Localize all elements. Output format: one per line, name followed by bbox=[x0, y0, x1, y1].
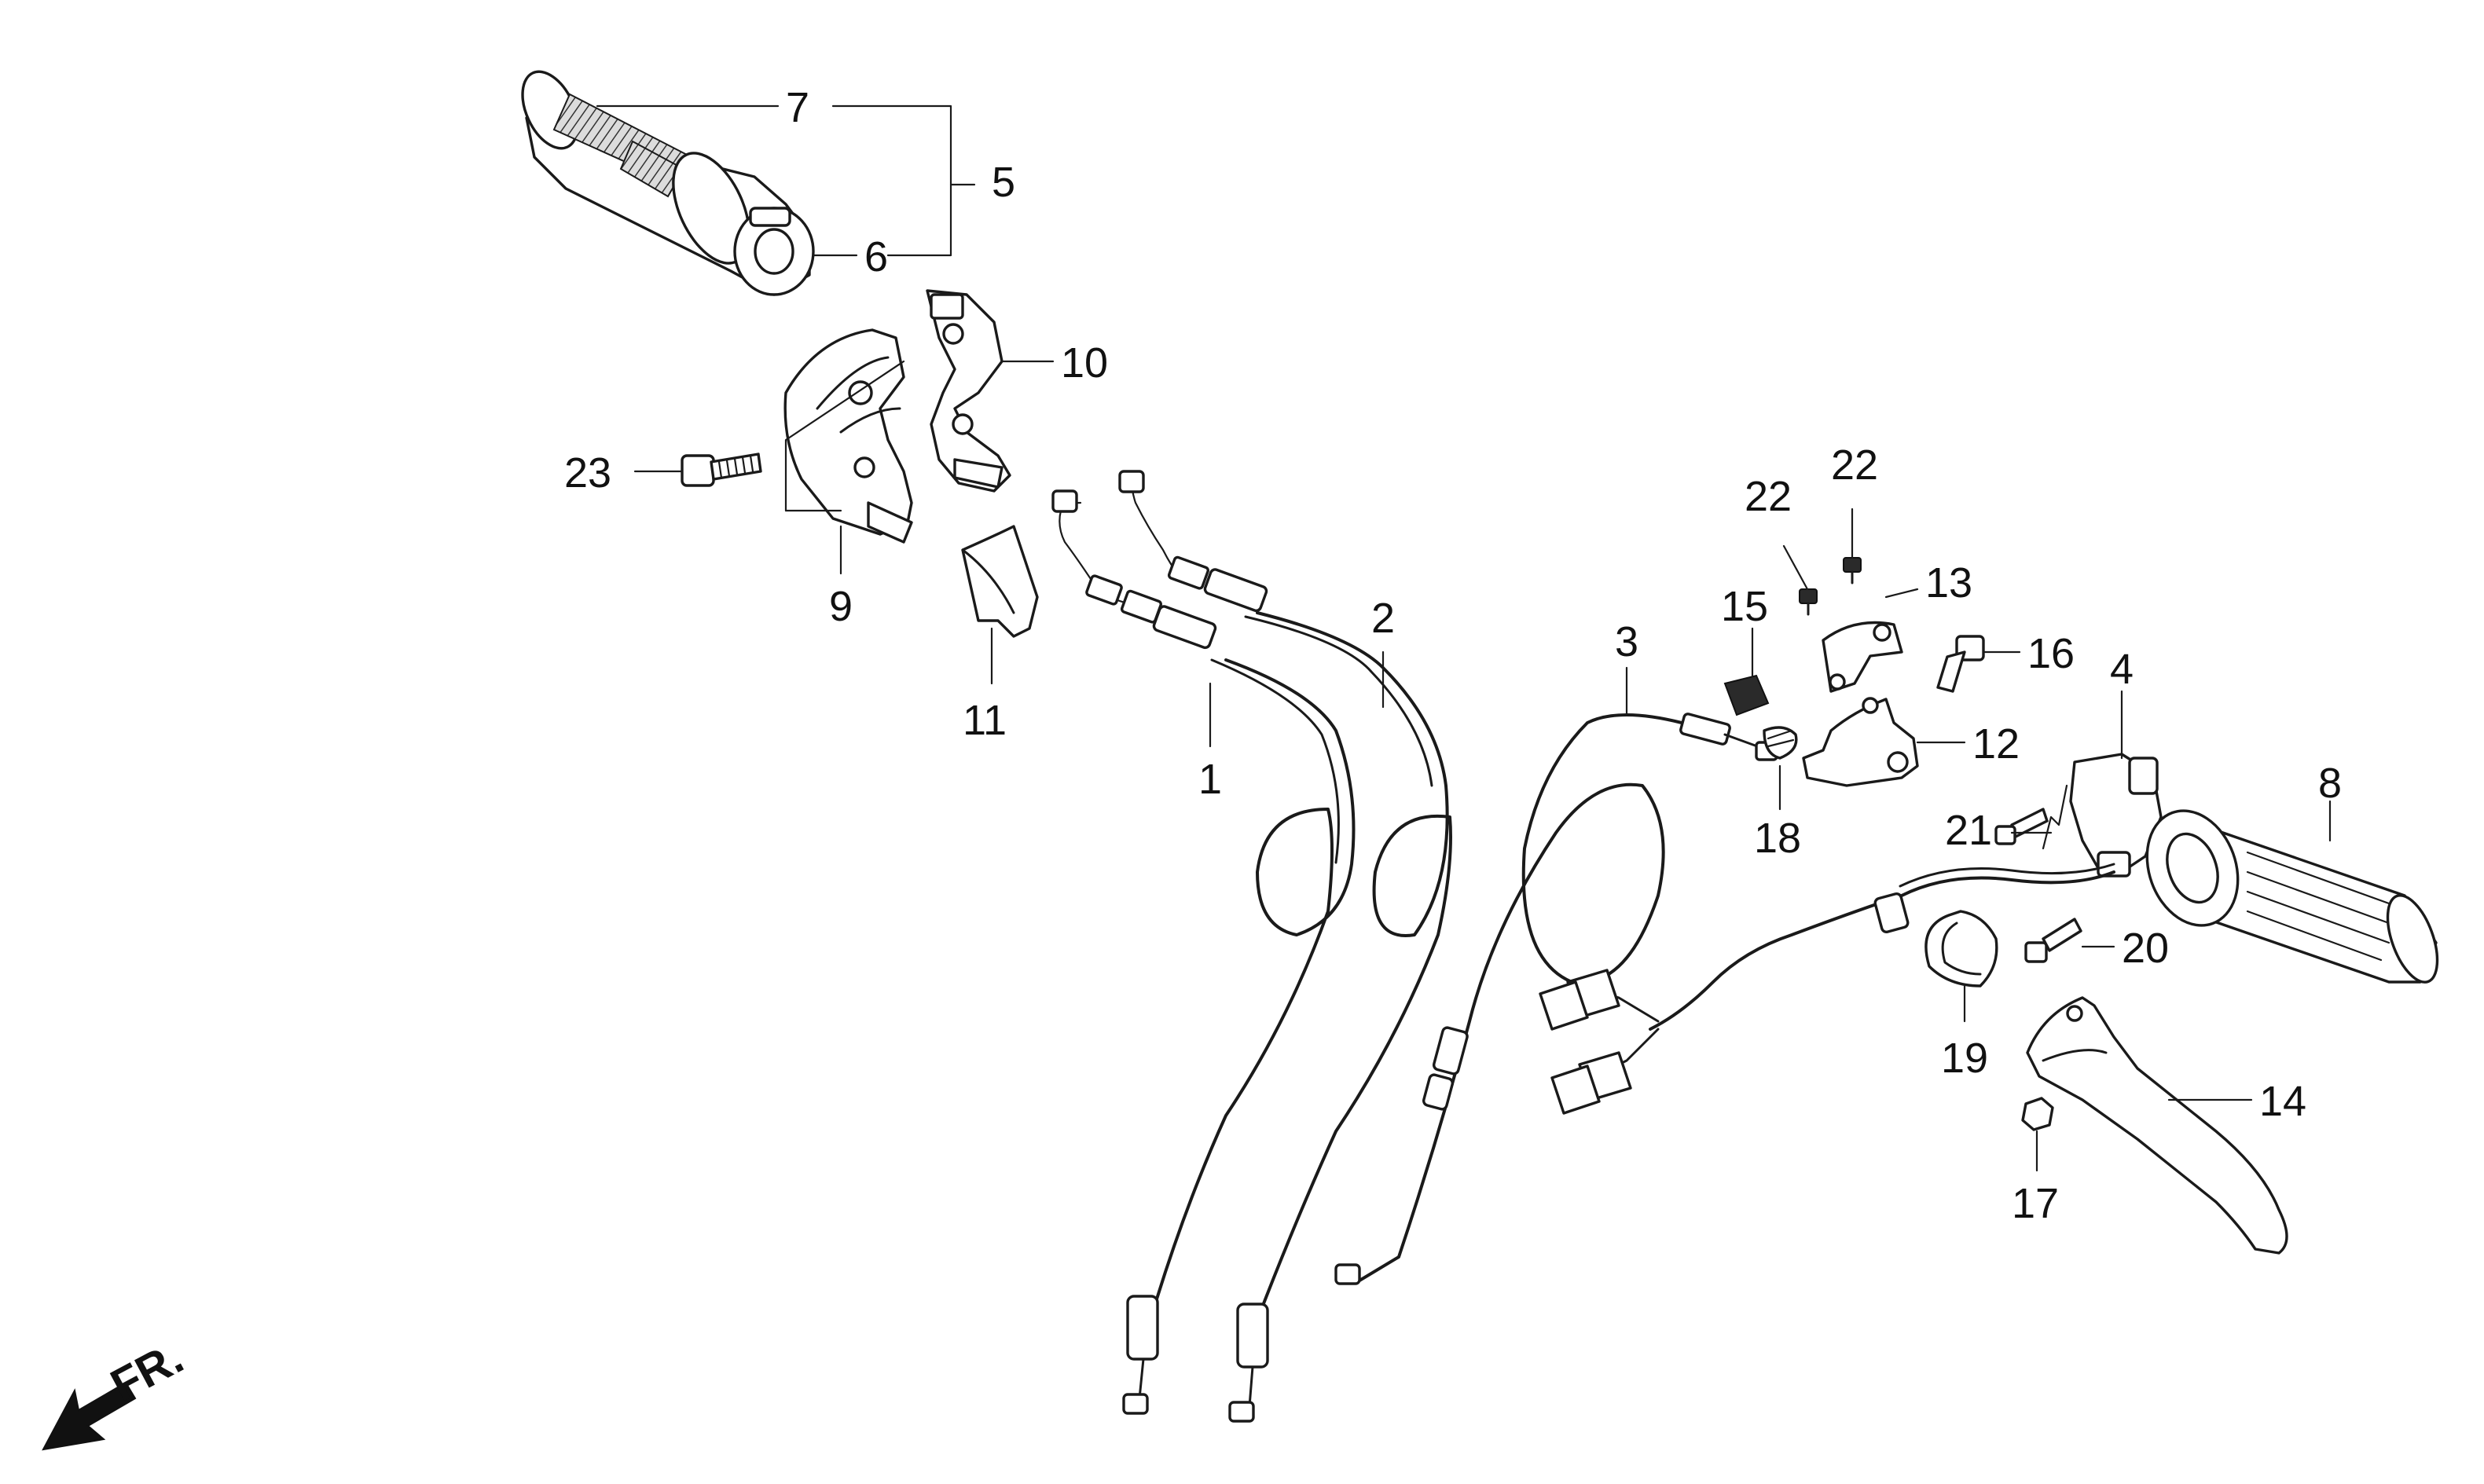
callout-10: 10 bbox=[1061, 339, 1108, 387]
front-direction-arrow: FR. bbox=[42, 1332, 192, 1451]
switch-housing-left bbox=[783, 328, 913, 544]
screw-20 bbox=[2024, 918, 2082, 963]
screw-21 bbox=[1994, 808, 2049, 845]
switch-housing-right bbox=[926, 289, 1011, 493]
band-clamp bbox=[1924, 910, 1998, 988]
callout-16: 16 bbox=[2027, 630, 2075, 677]
callout-18: 18 bbox=[1754, 815, 1801, 862]
screw-22b bbox=[1843, 557, 1862, 584]
clutch-adjuster bbox=[1723, 674, 1798, 760]
pivot-bolt bbox=[1936, 635, 1985, 693]
callout-7: 7 bbox=[786, 84, 809, 131]
callout-6: 6 bbox=[864, 233, 888, 280]
callout-4: 4 bbox=[2110, 646, 2134, 693]
callout-22b: 22 bbox=[1831, 442, 1878, 489]
throttle-cable-2 bbox=[1051, 470, 1452, 1423]
callout-12: 12 bbox=[1972, 720, 2020, 768]
callout-9: 9 bbox=[829, 583, 853, 630]
callout-23: 23 bbox=[564, 449, 611, 496]
throttle-grip bbox=[521, 70, 815, 296]
callout-21: 21 bbox=[1945, 807, 1992, 854]
callout-15: 15 bbox=[1721, 583, 1768, 630]
lever-holder-lower bbox=[1802, 697, 1919, 787]
callout-19: 19 bbox=[1941, 1035, 1988, 1082]
screw-22a bbox=[1799, 588, 1818, 616]
callout-13: 13 bbox=[1925, 559, 1972, 606]
housing-spacer bbox=[961, 525, 1039, 638]
leader-lines bbox=[596, 104, 2332, 1172]
clutch-cable bbox=[1334, 713, 1778, 1285]
callout-17: 17 bbox=[2012, 1180, 2059, 1227]
callout-20: 20 bbox=[2122, 925, 2169, 972]
lever-holder-upper bbox=[1822, 621, 1903, 693]
clutch-lever bbox=[2026, 996, 2288, 1255]
callout-1: 1 bbox=[1198, 756, 1222, 803]
nut bbox=[2021, 1097, 2054, 1131]
callout-11: 11 bbox=[963, 697, 1007, 744]
throttle-cable-1 bbox=[1059, 501, 1356, 1415]
left-grip bbox=[2145, 809, 2439, 984]
callout-5: 5 bbox=[992, 159, 1015, 206]
callout-3: 3 bbox=[1615, 618, 1638, 665]
callouts: 7 5 6 10 23 9 11 1 2 3 15 18 22 22 13 16… bbox=[564, 84, 2342, 1227]
callout-22a: 22 bbox=[1745, 473, 1792, 520]
switch-assembly bbox=[1539, 753, 2163, 1115]
screw-bolt bbox=[681, 453, 762, 487]
callout-14: 14 bbox=[2259, 1078, 2306, 1125]
callout-8: 8 bbox=[2318, 760, 2342, 807]
callout-2: 2 bbox=[1371, 595, 1395, 642]
